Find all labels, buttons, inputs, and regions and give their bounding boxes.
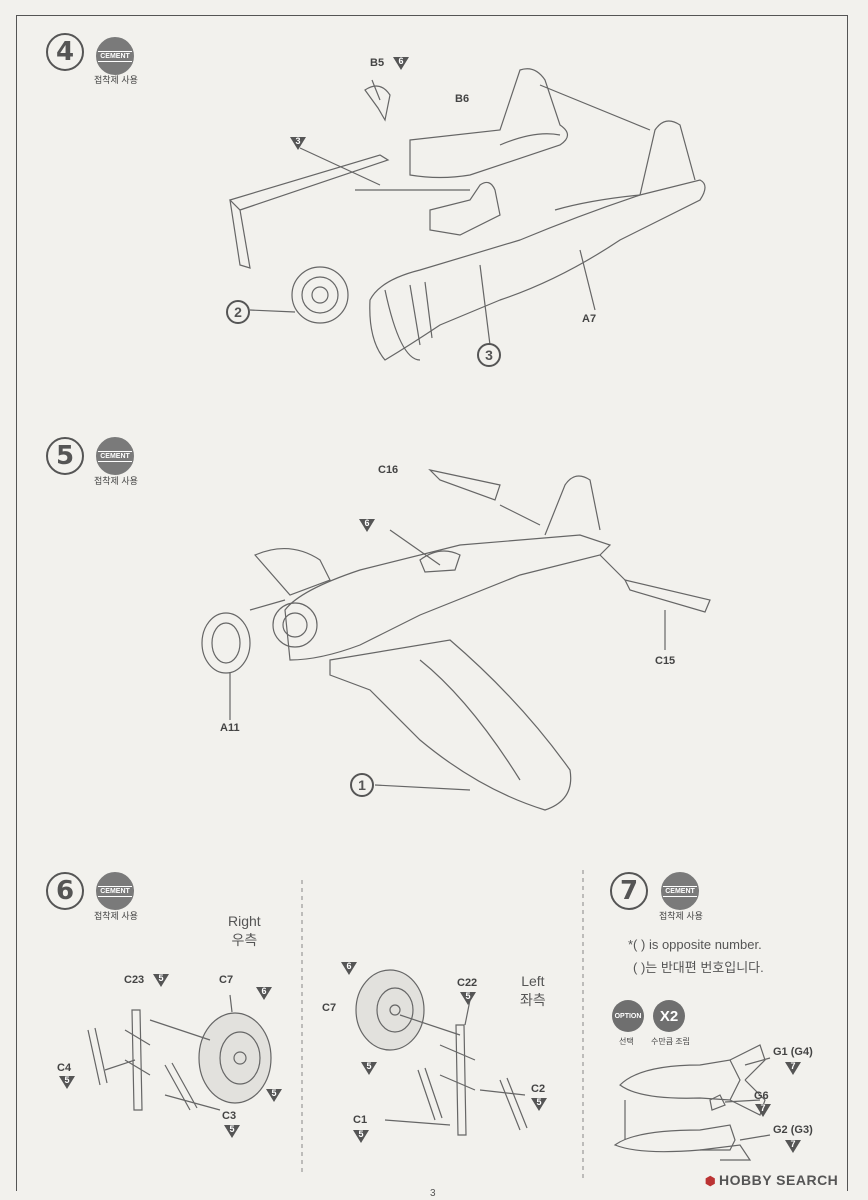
cement-badge-label: CEMENT — [98, 885, 132, 897]
right-side-ko: 우측 — [231, 932, 258, 948]
paint-number: 3 — [295, 136, 301, 146]
left-side-ko: 좌측 — [520, 992, 546, 1008]
cement-icon: CEMENT — [661, 872, 699, 910]
part-c16-label: C16 — [378, 464, 399, 476]
paint-number: 6 — [398, 56, 404, 66]
part-c15-label: C15 — [655, 655, 676, 667]
paint-number: 5 — [271, 1088, 277, 1098]
cement-icon: CEMENT — [96, 37, 134, 75]
paint-marker-g2: 7 — [785, 1139, 801, 1153]
part-c22-label: C22 — [457, 977, 478, 989]
part-g1-label: G1 (G4) — [773, 1046, 813, 1058]
step-number-7: 7 — [610, 872, 648, 910]
step-number-6: 6 — [46, 872, 84, 910]
left-side-label: Left 좌측 — [520, 972, 546, 1010]
part-c23-label: C23 — [124, 974, 145, 986]
paint-marker-g6: 7 — [755, 1103, 771, 1117]
cement-badge-label: CEMENT — [663, 885, 697, 897]
watermark-logo-icon: ⬢ — [705, 1174, 716, 1188]
paint-marker-left-top: 6 — [341, 961, 357, 975]
page-number: 3 — [430, 1188, 436, 1199]
paint-number: 5 — [465, 991, 471, 1001]
paint-number: 5 — [536, 1097, 542, 1107]
paint-marker-c22: 5 — [460, 991, 476, 1005]
paint-number: 7 — [790, 1139, 796, 1149]
sub-assembly-1: 1 — [350, 773, 374, 797]
paint-number: 7 — [760, 1103, 766, 1113]
part-b6-label: B6 — [455, 93, 470, 105]
paint-number: 6 — [346, 961, 352, 971]
watermark-text: HOBBY SEARCH — [718, 1172, 839, 1188]
paint-marker-c23: 5 — [153, 973, 169, 987]
cement-note: 접착제 사용 — [94, 911, 138, 921]
cement-badge-label: CEMENT — [98, 50, 132, 62]
paint-marker-c3: 5 — [224, 1124, 240, 1138]
sub-assembly-2: 2 — [226, 300, 250, 324]
step-number-5: 5 — [46, 437, 84, 475]
part-c7-left-label: C7 — [322, 1002, 337, 1014]
instruction-sheet-frame — [16, 15, 848, 1191]
part-a7-label: A7 — [582, 313, 597, 325]
part-g2-label: G2 (G3) — [773, 1124, 813, 1136]
opposite-number-note-ko: ( )는 반대편 번호입니다. — [633, 960, 764, 975]
paint-marker-c1: 5 — [353, 1129, 369, 1143]
part-c4-label: C4 — [57, 1062, 72, 1074]
part-c2-label: C2 — [531, 1083, 546, 1095]
left-side-en: Left — [521, 973, 545, 989]
paint-number: 6 — [364, 518, 370, 528]
part-b5-label: B5 — [370, 57, 385, 69]
opposite-number-note-en: *( ) is opposite number. — [628, 937, 762, 952]
right-side-label: Right 우측 — [228, 912, 261, 950]
x2-label: 수만큼 조립 — [651, 1037, 691, 1046]
paint-marker-g1: 7 — [785, 1061, 801, 1075]
x2-badge: X2 — [653, 1000, 685, 1032]
cement-note: 접착제 사용 — [94, 476, 138, 486]
cement-icon: CEMENT — [96, 872, 134, 910]
cement-badge-label: CEMENT — [98, 450, 132, 462]
right-side-en: Right — [228, 913, 261, 929]
paint-number: 5 — [366, 1061, 372, 1071]
paint-marker-c2: 5 — [531, 1097, 547, 1111]
part-a11-label: A11 — [220, 722, 240, 734]
part-c3-label: C3 — [222, 1110, 237, 1122]
paint-marker-b5: 6 — [393, 56, 409, 70]
part-g6-label: G6 — [754, 1090, 769, 1102]
paint-marker-wheel-right: 5 — [266, 1088, 282, 1102]
option-badge: OPTION — [612, 1000, 644, 1032]
paint-marker-wheel-left: 5 — [361, 1061, 377, 1075]
watermark: ⬢HOBBY SEARCH — [705, 1172, 838, 1188]
paint-marker-left: 3 — [290, 136, 306, 150]
paint-number: 5 — [64, 1075, 70, 1085]
sub-assembly-3: 3 — [477, 343, 501, 367]
paint-number: 5 — [358, 1129, 364, 1139]
cement-note: 접착제 사용 — [94, 75, 138, 85]
option-label: 선택 — [619, 1037, 634, 1046]
cement-note: 접착제 사용 — [659, 911, 703, 921]
paint-marker-c4: 5 — [59, 1075, 75, 1089]
part-c1-label: C1 — [353, 1114, 368, 1126]
cement-icon: CEMENT — [96, 437, 134, 475]
paint-number: 7 — [790, 1061, 796, 1071]
paint-number: 5 — [229, 1124, 235, 1134]
paint-marker-c7-right: 6 — [256, 986, 272, 1000]
paint-number: 5 — [158, 973, 164, 983]
part-c7-right-label: C7 — [219, 974, 234, 986]
paint-marker-cockpit: 6 — [359, 518, 375, 532]
step-number-4: 4 — [46, 33, 84, 71]
paint-number: 6 — [261, 986, 267, 996]
